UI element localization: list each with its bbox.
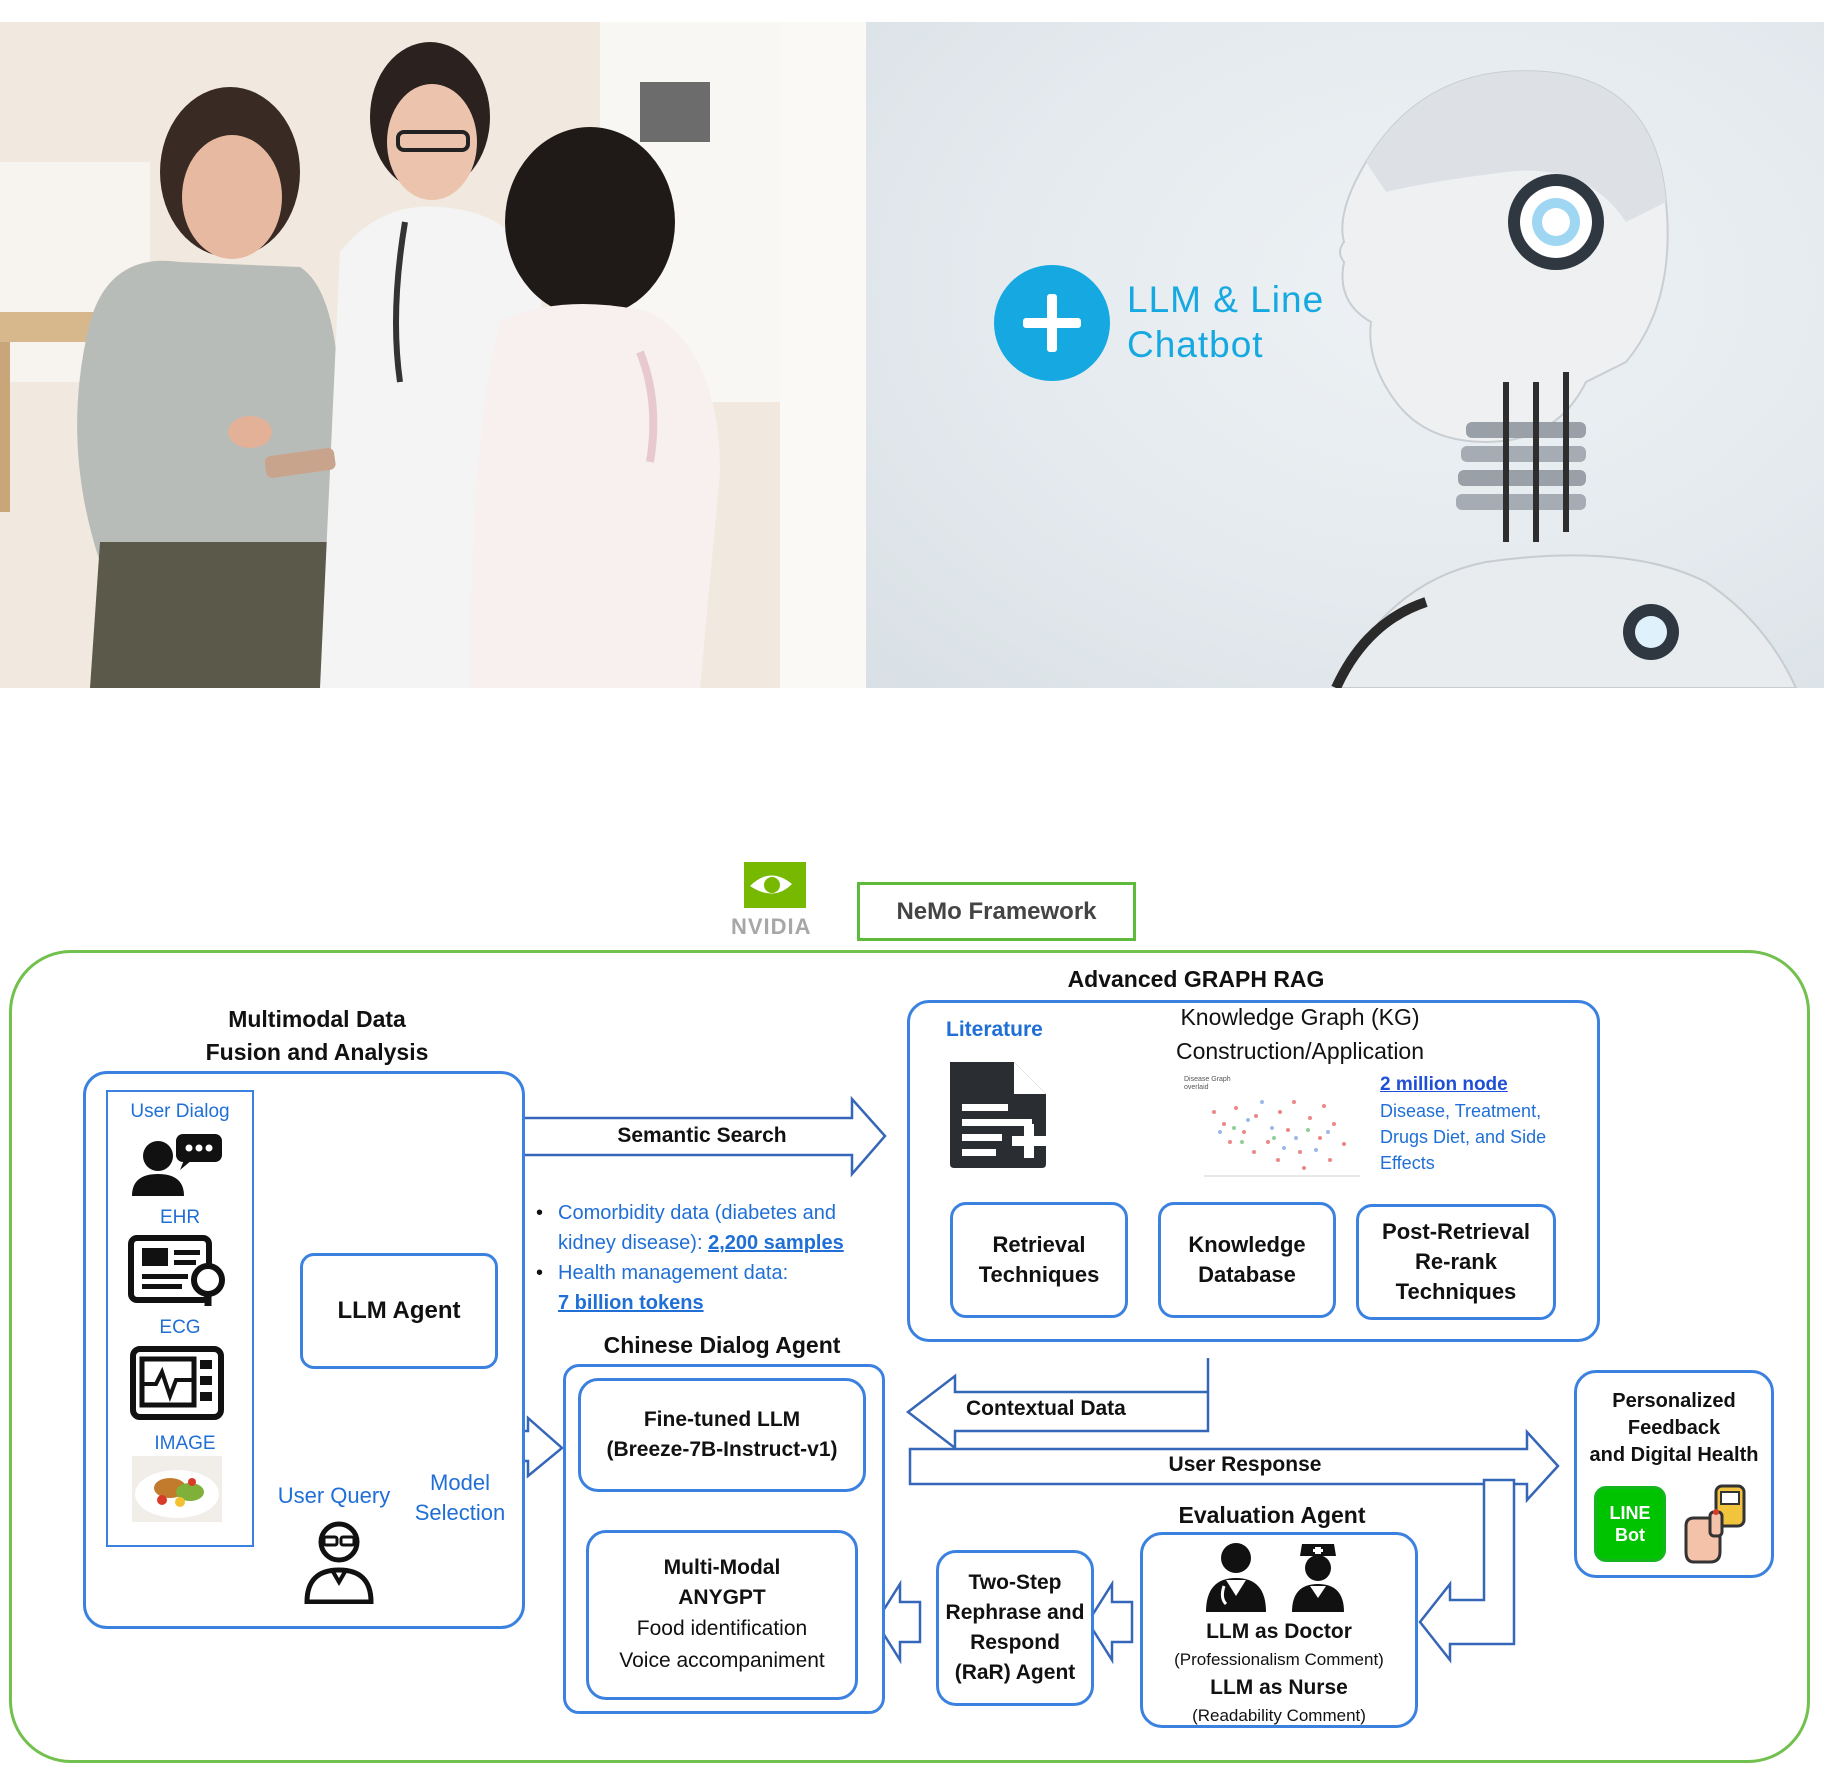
nvidia-wordmark: NVIDIA (731, 914, 812, 938)
note-health-value: 7 billion tokens (558, 1292, 704, 1314)
note-comorbidity: • Comorbidity data (diabetes and kidney … (536, 1202, 844, 1254)
line-bot-icon: LINE Bot (1594, 1486, 1666, 1562)
chinese-agent-title: Chinese Dialog Agent (603, 1331, 841, 1358)
nurse-comment: (Readability Comment) (1192, 1706, 1366, 1725)
evaluation-input-arrow (1418, 1478, 1516, 1664)
post-retrieval-box: Post-Retrieval Re-rank Techniques (1356, 1204, 1556, 1320)
note-comorbidity-text: Comorbidity data (diabetes and kidney di… (558, 1202, 836, 1254)
nvidia-eye-icon: NVIDIA (731, 862, 812, 939)
robot-illustration (1331, 70, 1798, 688)
ehr-icon (128, 1234, 232, 1306)
data-notes: • Comorbidity data (diabetes and kidney … (530, 1198, 890, 1322)
literature-document-icon (944, 1056, 1054, 1172)
llm-agent-box: LLM Agent (300, 1253, 498, 1369)
anygpt-title: Multi-Modal ANYGPT (663, 1556, 781, 1609)
kg-title: Knowledge Graph (KG) Construction/Applic… (1175, 1004, 1425, 1064)
literature-label: Literature (946, 1018, 1043, 1041)
user-dialog-icon (128, 1130, 228, 1196)
node-description: Disease, Treatment, Drugs Diet, and Side… (1380, 1101, 1547, 1173)
robot-banner: LLM & Line Chatbot (866, 22, 1824, 688)
note-health-value-row: 7 billion tokens (530, 1288, 890, 1318)
graph-caption: Disease Graph overlaid (1184, 1076, 1231, 1091)
model-selection-label: Model Selection (414, 1470, 506, 1525)
health-device-icon (1680, 1482, 1750, 1566)
user-avatar-icon (302, 1518, 376, 1605)
eval-to-rar-arrow (1086, 1579, 1134, 1665)
nurse-icon (1290, 1540, 1346, 1612)
food-image-thumbnail (132, 1456, 222, 1522)
doctor-icon (1204, 1540, 1268, 1612)
ecg-label: ECG (159, 1317, 201, 1338)
multimodal-title: Multimodal Data Fusion and Analysis (205, 1006, 429, 1065)
ecg-icon (130, 1346, 224, 1420)
note-health: • Health management data: (536, 1262, 789, 1284)
contextual-data-arrow (905, 1358, 1210, 1451)
note-comorbidity-value: 2,200 samples (708, 1232, 844, 1254)
clinic-photo (0, 22, 866, 688)
ehr-label: EHR (159, 1207, 201, 1228)
chatbot-label: LLM & Line Chatbot (1127, 279, 1325, 365)
plus-icon (994, 265, 1110, 381)
image-label: IMAGE (154, 1433, 216, 1454)
rar-agent-box: Two-Step Rephrase and Respond (RaR) Agen… (936, 1550, 1094, 1706)
nemo-framework-label: NeMo Framework (857, 882, 1136, 941)
user-response-label: User Response (1168, 1453, 1322, 1476)
graph-rag-title: Advanced GRAPH RAG (1067, 966, 1325, 992)
finetuned-llm-box: Fine-tuned LLM (Breeze-7B-Instruct-v1) (578, 1378, 866, 1492)
rar-to-chinese-arrow (874, 1579, 922, 1665)
note-health-text: Health management data: (558, 1262, 789, 1284)
nvidia-logo: NVIDIA (726, 858, 836, 939)
evaluation-title: Evaluation Agent (1178, 1501, 1366, 1528)
user-dialog-label: User Dialog (130, 1101, 230, 1122)
semantic-search-label: Semantic Search (617, 1124, 787, 1147)
knowledge-graph-visual: Disease Graph overlaid (1184, 1072, 1370, 1182)
multimodal-anygpt-box: Multi-Modal ANYGPT Food identification V… (586, 1530, 858, 1700)
contextual-data-label: Contextual Data (966, 1397, 1126, 1420)
anygpt-food: Food identification (636, 1617, 808, 1640)
llm-nurse-label: LLM as Nurse (1210, 1676, 1348, 1699)
node-count: 2 million node (1380, 1074, 1508, 1095)
llm-doctor-label: LLM as Doctor (1206, 1620, 1352, 1643)
retrieval-techniques-box: Retrieval Techniques (950, 1202, 1128, 1318)
user-response-arrow (908, 1428, 1560, 1504)
evaluation-box (1140, 1532, 1418, 1728)
clinic-photo-illustration (0, 22, 866, 688)
personalized-title: Personalized Feedback and Digital Health (1589, 1389, 1759, 1466)
doctor-comment: (Professionalism Comment) (1174, 1650, 1384, 1669)
knowledge-database-box: Knowledge Database (1158, 1202, 1336, 1318)
anygpt-voice: Voice accompaniment (619, 1649, 825, 1672)
framework-frame (9, 950, 1810, 1763)
user-query-label: User Query (277, 1483, 391, 1508)
inputs-panel (106, 1090, 254, 1547)
